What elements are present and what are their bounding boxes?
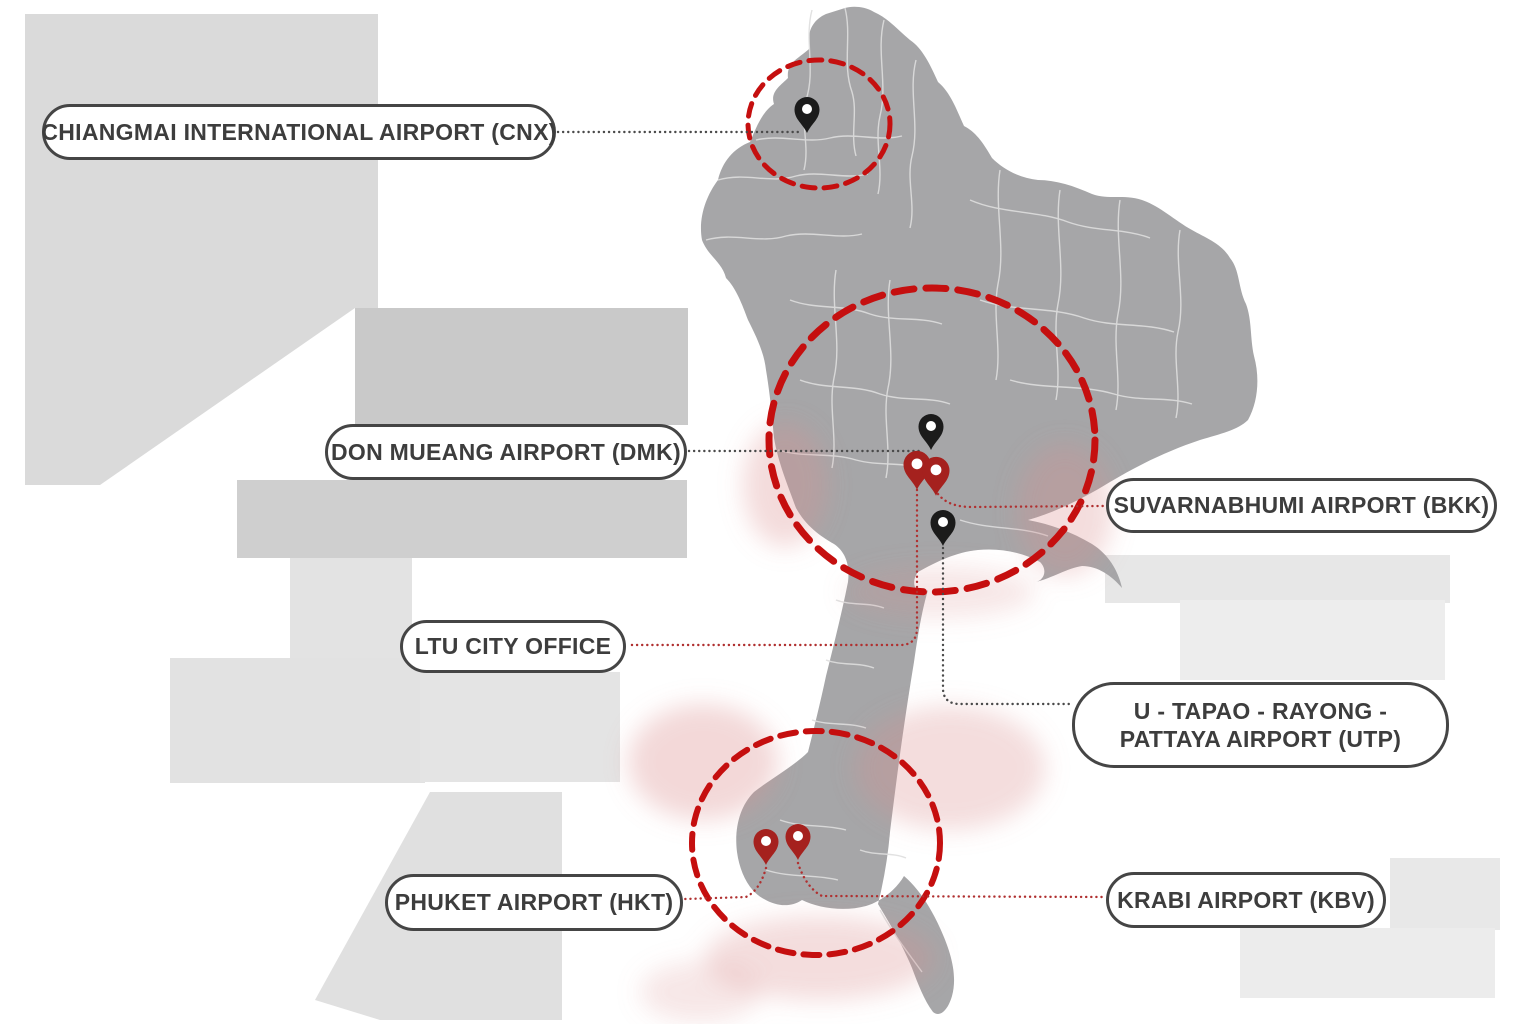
background-artifact bbox=[170, 658, 425, 783]
dmk-map-pin-icon bbox=[918, 414, 944, 450]
ltu-city-office-label: LTU CITY OFFICE bbox=[400, 620, 626, 673]
thailand-map bbox=[700, 6, 1258, 1015]
hkt-map-pin-icon bbox=[753, 829, 779, 865]
hkt-airport-label: PHUKET AIRPORT (HKT) bbox=[385, 874, 683, 931]
hkt-connector-line bbox=[683, 866, 768, 901]
utp-map-pin-icon bbox=[930, 510, 956, 546]
background-artifact bbox=[237, 480, 687, 558]
background-artifact bbox=[1240, 928, 1495, 998]
background-artifact bbox=[290, 558, 412, 674]
connector-lines bbox=[556, 130, 1106, 901]
highlight-circles bbox=[689, 57, 1099, 958]
kbv-connector-line bbox=[796, 861, 1106, 899]
kbv-airport-label: KRABI AIRPORT (KBV) bbox=[1106, 872, 1386, 928]
bkk-airport-label: SUVARNABHUMI AIRPORT (BKK) bbox=[1106, 478, 1497, 533]
bkk-map-pin-icon bbox=[922, 456, 950, 496]
central-highlight-circle bbox=[765, 284, 1099, 596]
background-artifact bbox=[355, 308, 688, 425]
map-pins bbox=[753, 97, 956, 865]
background-artifact bbox=[1105, 555, 1450, 603]
background-artifact bbox=[25, 14, 378, 485]
province-borders bbox=[705, 7, 1193, 973]
ltu-map-pin-icon bbox=[903, 450, 931, 490]
dmk-airport-label: DON MUEANG AIRPORT (DMK) bbox=[325, 424, 687, 480]
background-artifact bbox=[1180, 600, 1445, 680]
utp-connector-line bbox=[941, 546, 1072, 706]
cnx-airport-label: CHIANGMAI INTERNATIONAL AIRPORT (CNX) bbox=[41, 104, 556, 160]
bkk-connector-line bbox=[936, 492, 1106, 509]
cnx-map-pin-icon bbox=[794, 97, 820, 133]
north-highlight-circle bbox=[745, 57, 893, 191]
background-artifact bbox=[420, 672, 620, 782]
background-artifact bbox=[1390, 858, 1500, 930]
south-highlight-circle bbox=[689, 728, 943, 958]
utp-airport-label: U - TAPAO - RAYONG - PATTAYA AIRPORT (UT… bbox=[1072, 682, 1449, 768]
ltu-connector-line bbox=[626, 488, 919, 647]
kbv-map-pin-icon bbox=[785, 824, 811, 860]
